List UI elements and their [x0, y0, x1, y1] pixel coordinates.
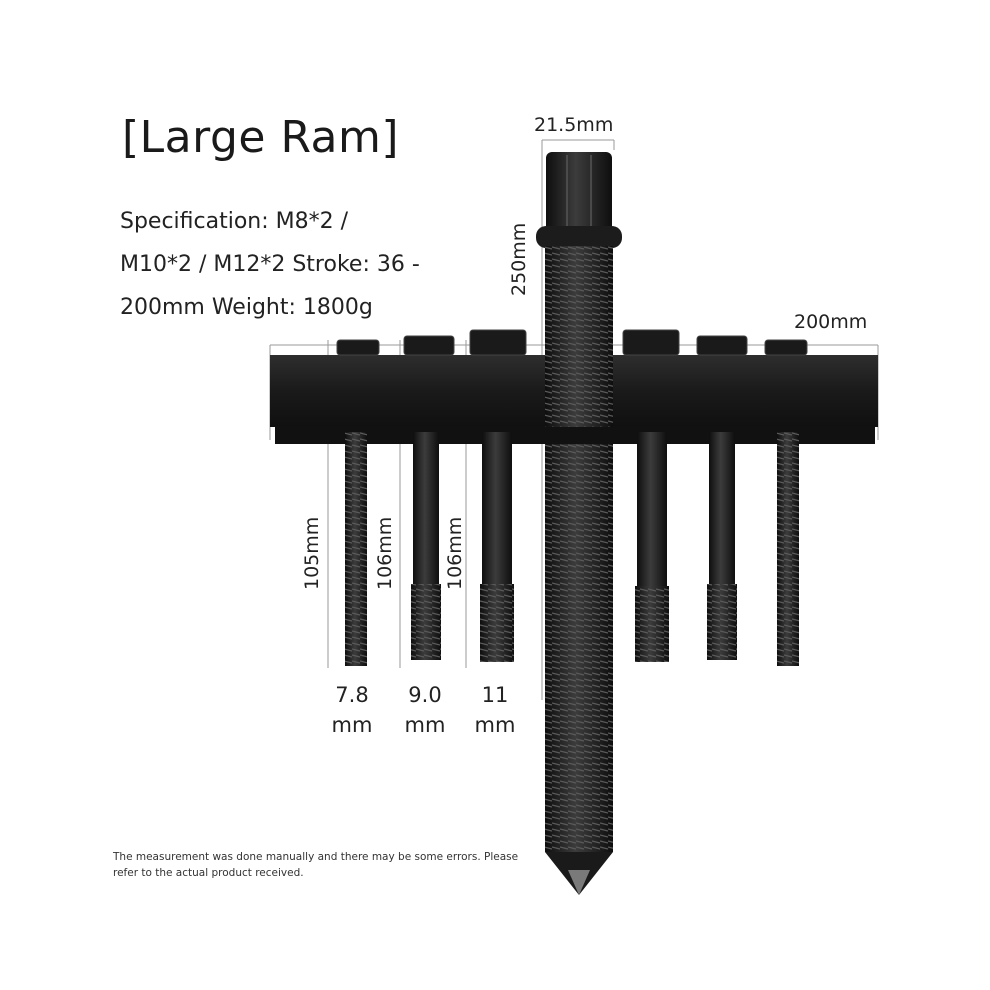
ram-length-label: 250mm — [508, 222, 530, 296]
ram-collar — [536, 226, 622, 248]
page-title: [Large Ram] — [122, 112, 400, 163]
rod-length-label-2: 106mm — [374, 516, 396, 590]
bore-size-3: 11 mm — [465, 680, 525, 740]
measurement-disclaimer: The measurement was done manually and th… — [113, 851, 519, 879]
bore-size-unit: mm — [404, 713, 446, 737]
ram-screw — [536, 152, 622, 895]
bore-size-value: 7.8 — [335, 683, 369, 707]
spec-line-3: 200mm Weight: 1800g — [120, 295, 373, 320]
head-width-label: 21.5mm — [534, 114, 614, 136]
pulling-rods — [345, 432, 799, 666]
bore-size-unit: mm — [331, 713, 373, 737]
bore-size-value: 11 — [481, 683, 509, 707]
puller-plate — [270, 355, 878, 444]
plate-length-label: 200mm — [794, 311, 868, 333]
rod-length-label-3: 106mm — [444, 516, 466, 590]
rod-length-label-1: 105mm — [301, 516, 323, 590]
bore-size-unit: mm — [474, 713, 516, 737]
specification-text: Specification: M8*2 / M10*2 / M12*2 Stro… — [120, 200, 480, 329]
spec-line-1: Specification: M8*2 / — [120, 209, 349, 234]
bore-size-1: 7.8 mm — [322, 680, 382, 740]
bolt-heads — [336, 329, 808, 356]
ram-hex-head — [546, 152, 612, 232]
bore-size-value: 9.0 — [408, 683, 442, 707]
spec-line-2: M10*2 / M12*2 Stroke: 36 - — [120, 252, 420, 277]
bore-size-2: 9.0 mm — [395, 680, 455, 740]
